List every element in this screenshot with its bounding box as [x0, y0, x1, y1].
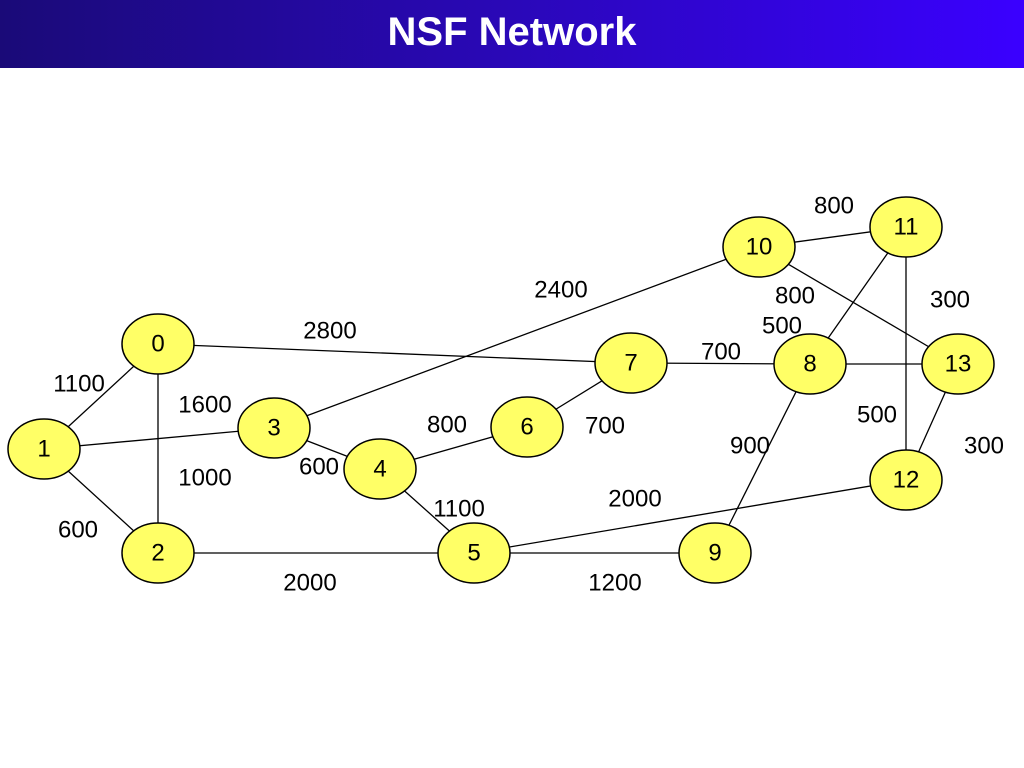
- page-title: NSF Network: [387, 10, 637, 54]
- node-circle-7: [594, 332, 668, 394]
- node-circle-5: [437, 522, 511, 584]
- edge-weight-2-5: 2000: [283, 570, 336, 597]
- edge-weight-4-6: 800: [427, 412, 467, 439]
- node-0: 0: [121, 313, 195, 375]
- node-circle-1: [7, 418, 81, 480]
- edge-weight-3-10: 2400: [534, 277, 587, 304]
- node-label-1: 1: [37, 436, 50, 463]
- edge-weight-10-13: 800: [775, 283, 815, 310]
- node-circle-13: [921, 333, 995, 395]
- node-label-2: 2: [151, 540, 164, 567]
- node-label-6: 6: [520, 414, 533, 441]
- node-circle-4: [343, 438, 417, 500]
- edge-weight-7-8: 700: [701, 339, 741, 366]
- node-5: 5: [437, 522, 511, 584]
- node-label-7: 7: [624, 350, 637, 377]
- title-banner: NSF Network: [0, 0, 1024, 68]
- edge-weight-4-5: 1100: [433, 496, 485, 523]
- edge-weight-1-3: 1600: [178, 392, 231, 419]
- node-label-3: 3: [267, 415, 280, 442]
- node-label-10: 10: [746, 234, 773, 261]
- edge-weight-0-2: 1000: [178, 465, 231, 492]
- node-11: 11: [869, 196, 943, 258]
- edge-weight-5-9: 1200: [588, 570, 641, 597]
- node-label-4: 4: [373, 456, 386, 483]
- node-circle-11: [869, 196, 943, 258]
- edge-weights-layer: 1100100028006001600200060024001100800120…: [53, 193, 1004, 597]
- node-label-0: 0: [151, 331, 164, 358]
- node-2: 2: [121, 522, 195, 584]
- node-label-9: 9: [708, 540, 721, 567]
- edge-weight-5-12: 2000: [608, 486, 661, 513]
- node-10: 10: [722, 216, 796, 278]
- node-label-11: 11: [894, 214, 919, 241]
- edge-weight-8-11: 500: [762, 313, 802, 340]
- edge-weight-0-7: 2800: [303, 318, 356, 345]
- node-circle-6: [490, 396, 564, 458]
- node-label-5: 5: [467, 540, 480, 567]
- node-3: 3: [237, 397, 311, 459]
- edge-5-12: [473, 479, 907, 554]
- node-label-12: 12: [893, 467, 920, 494]
- edge-weight-1-2: 600: [58, 517, 98, 544]
- node-9: 9: [678, 522, 752, 584]
- node-1: 1: [7, 418, 81, 480]
- edge-weight-12-13: 300: [964, 433, 1004, 460]
- edge-weight-11-12: 300: [930, 287, 970, 314]
- edge-8-9: [714, 363, 811, 554]
- node-circle-10: [722, 216, 796, 278]
- node-label-13: 13: [945, 351, 972, 378]
- edge-weight-3-4: 600: [299, 454, 339, 481]
- node-8: 8: [773, 333, 847, 395]
- node-label-8: 8: [803, 351, 816, 378]
- node-6: 6: [490, 396, 564, 458]
- edge-weight-6-7: 700: [585, 413, 625, 440]
- edge-weight-8-9: 900: [730, 433, 770, 460]
- node-12: 12: [869, 449, 943, 511]
- node-circle-8: [773, 333, 847, 395]
- edge-weight-8-13: 500: [857, 402, 897, 429]
- edge-1-3: [43, 427, 275, 450]
- node-circle-2: [121, 522, 195, 584]
- edge-10-13: [758, 246, 959, 365]
- node-4: 4: [343, 438, 417, 500]
- node-circle-12: [869, 449, 943, 511]
- node-7: 7: [594, 332, 668, 394]
- node-13: 13: [921, 333, 995, 395]
- node-circle-3: [237, 397, 311, 459]
- node-circle-0: [121, 313, 195, 375]
- node-circle-9: [678, 522, 752, 584]
- edge-weight-10-11: 800: [814, 193, 854, 220]
- edge-0-7: [157, 343, 632, 364]
- edge-3-10: [273, 246, 760, 429]
- edge-weight-0-1: 1100: [53, 371, 105, 398]
